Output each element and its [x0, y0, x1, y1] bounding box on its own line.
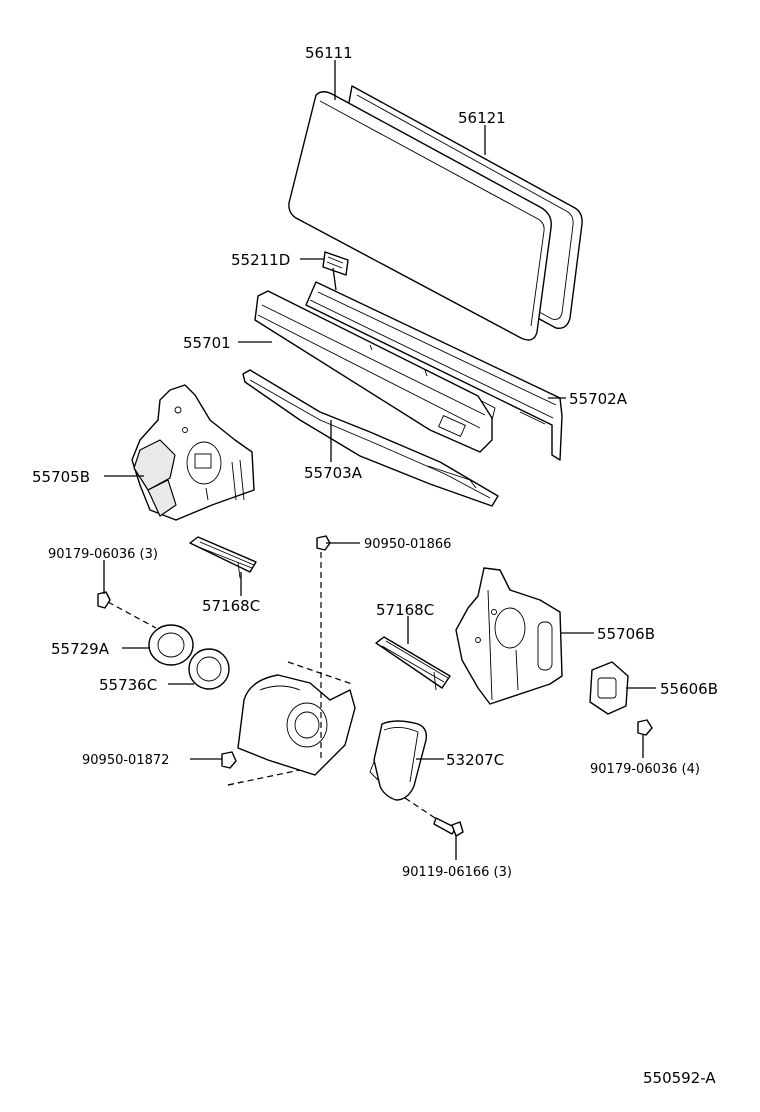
- label-90119-06166-3: 90119-06166 (3): [402, 865, 512, 880]
- side-panel-55705B: [131, 384, 255, 521]
- plug-55729A: [148, 624, 194, 666]
- nut-90179-06036-left: [97, 591, 111, 609]
- plug-55736C: [188, 648, 230, 690]
- label-90950-01872: 90950-01872: [82, 753, 169, 768]
- glass-panel-56111: [288, 91, 552, 341]
- label-55736C: 55736C: [99, 676, 157, 694]
- install-paths: [107, 552, 439, 821]
- label-55211D: 55211D: [231, 251, 290, 269]
- grommet-55606B: [589, 661, 629, 715]
- nut-90950-01866: [316, 535, 331, 551]
- label-sticker-55211D: [322, 251, 349, 276]
- label-55705B: 55705B: [32, 468, 90, 486]
- rail-55702A: [305, 281, 563, 461]
- label-90179-06036-4: 90179-06036 (4): [590, 762, 700, 777]
- label-90950-01866: 90950-01866: [364, 537, 451, 552]
- label-90179-06036-3: 90179-06036 (3): [48, 547, 158, 562]
- nut-90950-01872: [221, 751, 237, 769]
- nut-90179-06036-right: [637, 719, 653, 736]
- label-57168C-right: 57168C: [376, 601, 434, 619]
- diagram-id: 550592-A: [643, 1069, 716, 1087]
- label-56121: 56121: [458, 109, 506, 127]
- label-53207C: 53207C: [446, 751, 504, 769]
- side-panel-55706B: [455, 567, 563, 705]
- bolt-90119-06166: [433, 817, 464, 837]
- bracket-57168C-left: [189, 536, 257, 579]
- wheelhouse-center: [227, 661, 356, 786]
- label-55702A: 55702A: [569, 390, 628, 408]
- label-57168C-left: 57168C: [202, 597, 260, 615]
- label-55701: 55701: [183, 334, 231, 352]
- label-56111: 56111: [305, 44, 353, 62]
- label-55729A: 55729A: [51, 640, 110, 658]
- duct-53207C: [369, 720, 428, 801]
- leader-lines: [103, 60, 656, 860]
- part-labels: 56111 56121 55211D 55701 55702A 55705B 5…: [32, 44, 718, 1087]
- label-55606B: 55606B: [660, 680, 718, 698]
- bracket-57168C-right: [375, 636, 451, 691]
- panel-55703A: [242, 369, 499, 507]
- label-55706B: 55706B: [597, 625, 655, 643]
- panel-55701: [254, 290, 493, 453]
- label-55703A: 55703A: [304, 464, 363, 482]
